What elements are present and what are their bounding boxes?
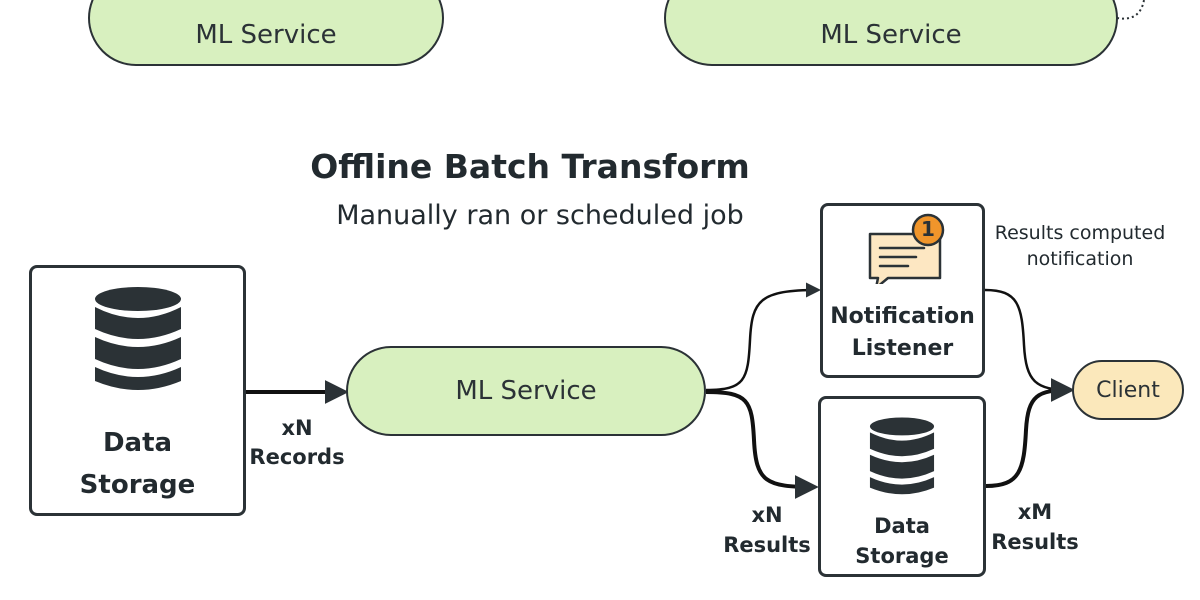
top-ml-service-left: ML Service <box>88 0 444 66</box>
edge-label-results-n: xN Results <box>722 500 812 561</box>
top-ml-service-right: ML Service <box>664 0 1118 66</box>
source-label-line1: Data <box>102 428 173 458</box>
database-icon <box>95 287 181 390</box>
notification-listener-node: 1 Notification Listener <box>820 203 985 378</box>
top-ml-service-right-label: ML Service <box>820 20 962 50</box>
sink-label-line1: Data <box>874 514 930 538</box>
results-note-line2: notification <box>1026 247 1134 270</box>
notification-label-line1: Notification <box>830 304 975 329</box>
edge-records-line1: xN <box>281 416 313 440</box>
chat-notification-icon <box>868 213 945 284</box>
results-computed-note: Results computed notification <box>990 221 1170 272</box>
sink-label: Data Storage <box>821 511 983 572</box>
notification-badge: 1 <box>921 217 935 241</box>
source-data-storage: Data Storage <box>29 265 246 516</box>
sink-data-storage: Data Storage <box>818 396 986 577</box>
edge-results-m-line2: Results <box>991 530 1079 555</box>
top-ml-service-left-label: ML Service <box>195 20 337 50</box>
edge-label-records: xN Records <box>247 414 347 473</box>
notification-label-line2: Listener <box>851 335 954 361</box>
notification-label: Notification Listener <box>823 301 982 365</box>
database-icon <box>869 417 935 495</box>
edge-label-results-m: xM Results <box>990 497 1080 558</box>
source-label: Data Storage <box>32 423 243 506</box>
edge-results-n-line2: Results <box>723 533 811 558</box>
client-node: Client <box>1072 360 1184 420</box>
edge-records-line2: Records <box>249 445 345 470</box>
ml-service-label: ML Service <box>455 376 597 406</box>
results-note-line1: Results computed <box>994 222 1166 244</box>
top-dotted-connector <box>1116 0 1145 20</box>
sink-label-line2: Storage <box>855 544 949 569</box>
ml-service-node: ML Service <box>346 346 706 436</box>
diagram-title: Offline Batch Transform <box>310 147 750 186</box>
diagram-subtitle: Manually ran or scheduled job <box>336 200 744 231</box>
edge-results-m-line1: xM <box>1017 500 1053 524</box>
arrow-to-sink <box>705 390 819 499</box>
source-label-line2: Storage <box>79 469 196 500</box>
client-label: Client <box>1096 377 1160 403</box>
arrow-notification-to-client <box>984 288 1073 398</box>
edge-results-n-line1: xN <box>751 503 783 527</box>
arrow-sink-to-client <box>985 378 1075 488</box>
arrow-to-notification <box>705 282 821 392</box>
